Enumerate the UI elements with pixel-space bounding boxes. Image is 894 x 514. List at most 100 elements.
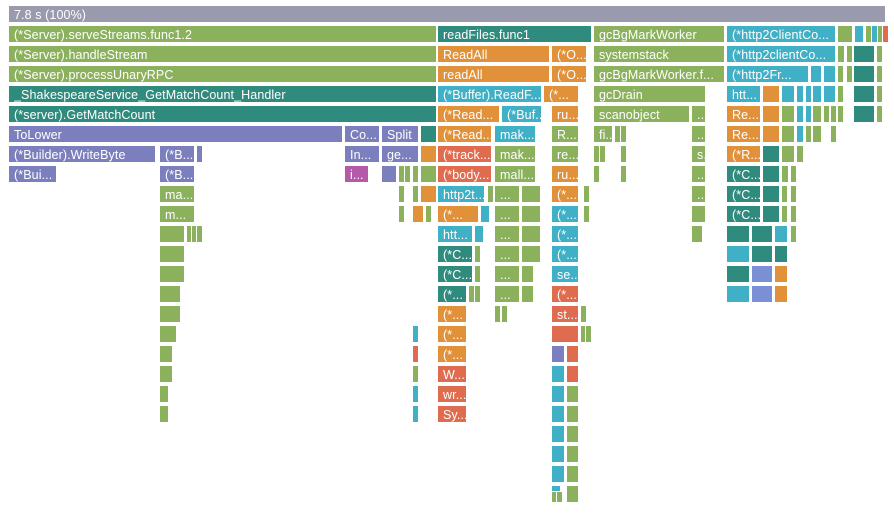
flame-frame-green-r19-stack[interactable] xyxy=(159,405,169,423)
flame-frame-Contains[interactable]: Co... xyxy=(344,125,380,143)
flame-frame-R-runtime[interactable]: R... xyxy=(551,125,579,143)
flame-frame-gc-green-r9[interactable] xyxy=(691,205,706,223)
flame-frame-scanobject[interactable]: scanobject xyxy=(593,105,690,123)
flame-frame-misc-r6-c[interactable] xyxy=(796,145,804,163)
flame-frame-misc-r7-c[interactable] xyxy=(790,165,797,183)
flame-frame-gc-dots-1[interactable]: ... xyxy=(691,105,706,123)
flame-frame-green-r12-c[interactable] xyxy=(521,265,534,283)
flame-frame-write-r18[interactable]: wr... xyxy=(437,385,467,403)
flame-frame-misc-r5-c[interactable] xyxy=(796,125,804,143)
flame-frame-red-r17[interactable] xyxy=(566,365,579,383)
flame-frame-cyan-r19b[interactable] xyxy=(551,405,565,423)
flame-frame-green-r8-d[interactable] xyxy=(521,185,541,203)
flame-frame-green-r10-e[interactable] xyxy=(521,225,541,243)
flame-frame-teal-r11[interactable] xyxy=(751,245,773,263)
flame-frame-orange-r13[interactable] xyxy=(774,285,788,303)
flame-frame-misc-r1-b[interactable] xyxy=(846,45,853,63)
flame-frame-misc-r0-a[interactable] xyxy=(837,25,853,43)
flame-frame-gc-small-4[interactable] xyxy=(599,145,606,163)
flame-frame-Builder-WriteByte[interactable]: (*Builder).WriteByte xyxy=(8,145,156,163)
flame-frame-makeSlice-2[interactable]: mak... xyxy=(494,145,536,163)
flame-frame-teal-r13[interactable] xyxy=(726,285,750,303)
flame-frame-http2clientConnReadLoop-run[interactable]: (*http2clientCo... xyxy=(726,45,836,63)
flame-frame-cyan-r10[interactable] xyxy=(474,225,484,243)
flame-frame-green-r14-c[interactable] xyxy=(501,305,508,323)
flame-frame-osFile-1[interactable]: (*O... xyxy=(551,45,587,63)
flame-frame-body-1[interactable]: (*body... xyxy=(437,165,492,183)
flame-frame-misc-r0-f[interactable] xyxy=(882,25,889,43)
flame-frame-green-r7-b[interactable] xyxy=(404,165,411,183)
flame-frame-dots-r12[interactable]: ... xyxy=(494,265,520,283)
flame-frame-green-r18-stack[interactable] xyxy=(159,385,169,403)
flame-frame-misc-r3-b[interactable] xyxy=(781,85,795,103)
flame-frame-orange-r6[interactable] xyxy=(420,145,437,163)
flame-frame-cyan-r15[interactable] xyxy=(412,325,419,343)
flame-frame-green-r13-stack[interactable] xyxy=(159,285,181,303)
flame-frame-orange-r12[interactable] xyxy=(774,265,788,283)
flame-frame-Read-2[interactable]: Re... xyxy=(726,125,761,143)
flame-frame-teal-r10-b[interactable] xyxy=(751,225,773,243)
flame-frame-gc-dots-4[interactable]: ... xyxy=(691,185,706,203)
flame-frame-green-r9-b[interactable] xyxy=(425,205,432,223)
flame-frame-ToLower[interactable]: ToLower xyxy=(8,125,343,143)
flame-frame-Write-r17[interactable]: W... xyxy=(437,365,467,383)
flame-frame-Buffer-grow[interactable]: (*Buf... xyxy=(501,105,542,123)
flame-frame-green-r17-b[interactable] xyxy=(412,365,419,383)
flame-frame-teal-r11-b[interactable] xyxy=(774,245,788,263)
flame-frame-green-r23[interactable] xyxy=(566,485,579,503)
flame-frame-misc-r3-d[interactable] xyxy=(805,85,812,103)
flame-frame-paren-r10[interactable]: (*... xyxy=(551,225,579,243)
flame-frame-misc-r3-i[interactable] xyxy=(876,85,883,103)
flame-frame-cyan-r21[interactable] xyxy=(551,445,565,463)
flame-frame-misc-r3-a[interactable] xyxy=(762,85,780,103)
flame-frame-misc-r3-c[interactable] xyxy=(796,85,804,103)
flame-frame-server-GetMatchCount[interactable]: (*server).GetMatchCount xyxy=(8,105,437,123)
flame-frame-gc-small-2[interactable] xyxy=(620,125,627,143)
flame-frame-stack-r14[interactable]: st... xyxy=(551,305,579,323)
flame-frame-serveStreams-func1-2[interactable]: (*Server).serveStreams.func1.2 xyxy=(8,25,437,43)
flame-frame-misc-r4-j[interactable] xyxy=(876,105,883,123)
flame-frame-paren-r11[interactable]: (*... xyxy=(551,245,579,263)
flame-frame-ma-1[interactable]: ma... xyxy=(159,185,195,203)
flame-frame-purple-r7[interactable] xyxy=(381,165,397,183)
flame-frame-paren-r13b[interactable]: (*... xyxy=(551,285,579,303)
flame-frame-misc-r8-a[interactable] xyxy=(762,185,780,203)
flame-frame-thin-r23-b[interactable] xyxy=(556,491,563,503)
flame-frame-green-r14-d[interactable] xyxy=(580,305,587,323)
flame-frame-misc-r4-i[interactable] xyxy=(853,105,875,123)
flame-frame-misc-r5-a[interactable] xyxy=(762,125,780,143)
flame-frame-green-r16-stack[interactable] xyxy=(159,345,173,363)
flame-frame-green-r9-a[interactable] xyxy=(398,205,405,223)
flame-frame-http2ClientConn-readLoop[interactable]: (*http2ClientCo... xyxy=(726,25,836,43)
flame-frame-cyan-r22[interactable] xyxy=(551,465,565,483)
flame-frame-misc-r0-b[interactable] xyxy=(854,25,864,43)
flame-frame-teal-r10[interactable] xyxy=(726,225,750,243)
flame-frame-green-r10-d[interactable] xyxy=(196,225,203,243)
flame-frame-misc-r5-e[interactable] xyxy=(812,125,822,143)
flame-frame-cyan-r11[interactable] xyxy=(726,245,750,263)
flame-frame-gc-dots-2[interactable]: ... xyxy=(691,125,706,143)
flame-frame-gc-scan-s[interactable]: s... xyxy=(691,145,706,163)
flame-frame-track-1[interactable]: (*track... xyxy=(437,145,492,163)
flame-frame-ClientConn-r12[interactable]: (*C... xyxy=(437,265,473,283)
flame-frame-cyan-r10-c[interactable] xyxy=(774,225,788,243)
flame-frame-misc-r6-a[interactable] xyxy=(762,145,780,163)
flame-frame-green-r8-b[interactable] xyxy=(412,185,419,203)
flame-frame-misc-r3-g[interactable] xyxy=(837,85,844,103)
flame-frame-Split[interactable]: Split xyxy=(381,125,419,143)
flame-frame-misc-r1-a[interactable] xyxy=(837,45,845,63)
flame-frame-http2-read[interactable]: htt... xyxy=(726,85,761,103)
flame-frame-misc-r2-a[interactable] xyxy=(810,65,822,83)
flame-frame-gc-dots-3[interactable]: ... xyxy=(691,165,706,183)
flame-frame-green-r10-f[interactable] xyxy=(691,225,703,243)
flame-frame-green-r15-c[interactable] xyxy=(585,325,592,343)
flame-frame-gcBgMarkWorker-func2[interactable]: gcBgMarkWorker.f... xyxy=(593,65,725,83)
flame-frame-m-1[interactable]: m... xyxy=(159,205,195,223)
flame-frame-misc-r2-d[interactable] xyxy=(846,65,853,83)
flame-frame-runtime-1[interactable]: ru... xyxy=(551,105,579,123)
flame-frame-ResponseRead[interactable]: (*R... xyxy=(726,145,761,163)
flame-frame-cyan-r18[interactable] xyxy=(412,385,419,403)
flame-frame-green-r19-b[interactable] xyxy=(566,405,579,423)
flame-frame-findObject[interactable]: fi... xyxy=(593,125,613,143)
flame-frame-paren-r15[interactable]: (*... xyxy=(437,325,467,343)
